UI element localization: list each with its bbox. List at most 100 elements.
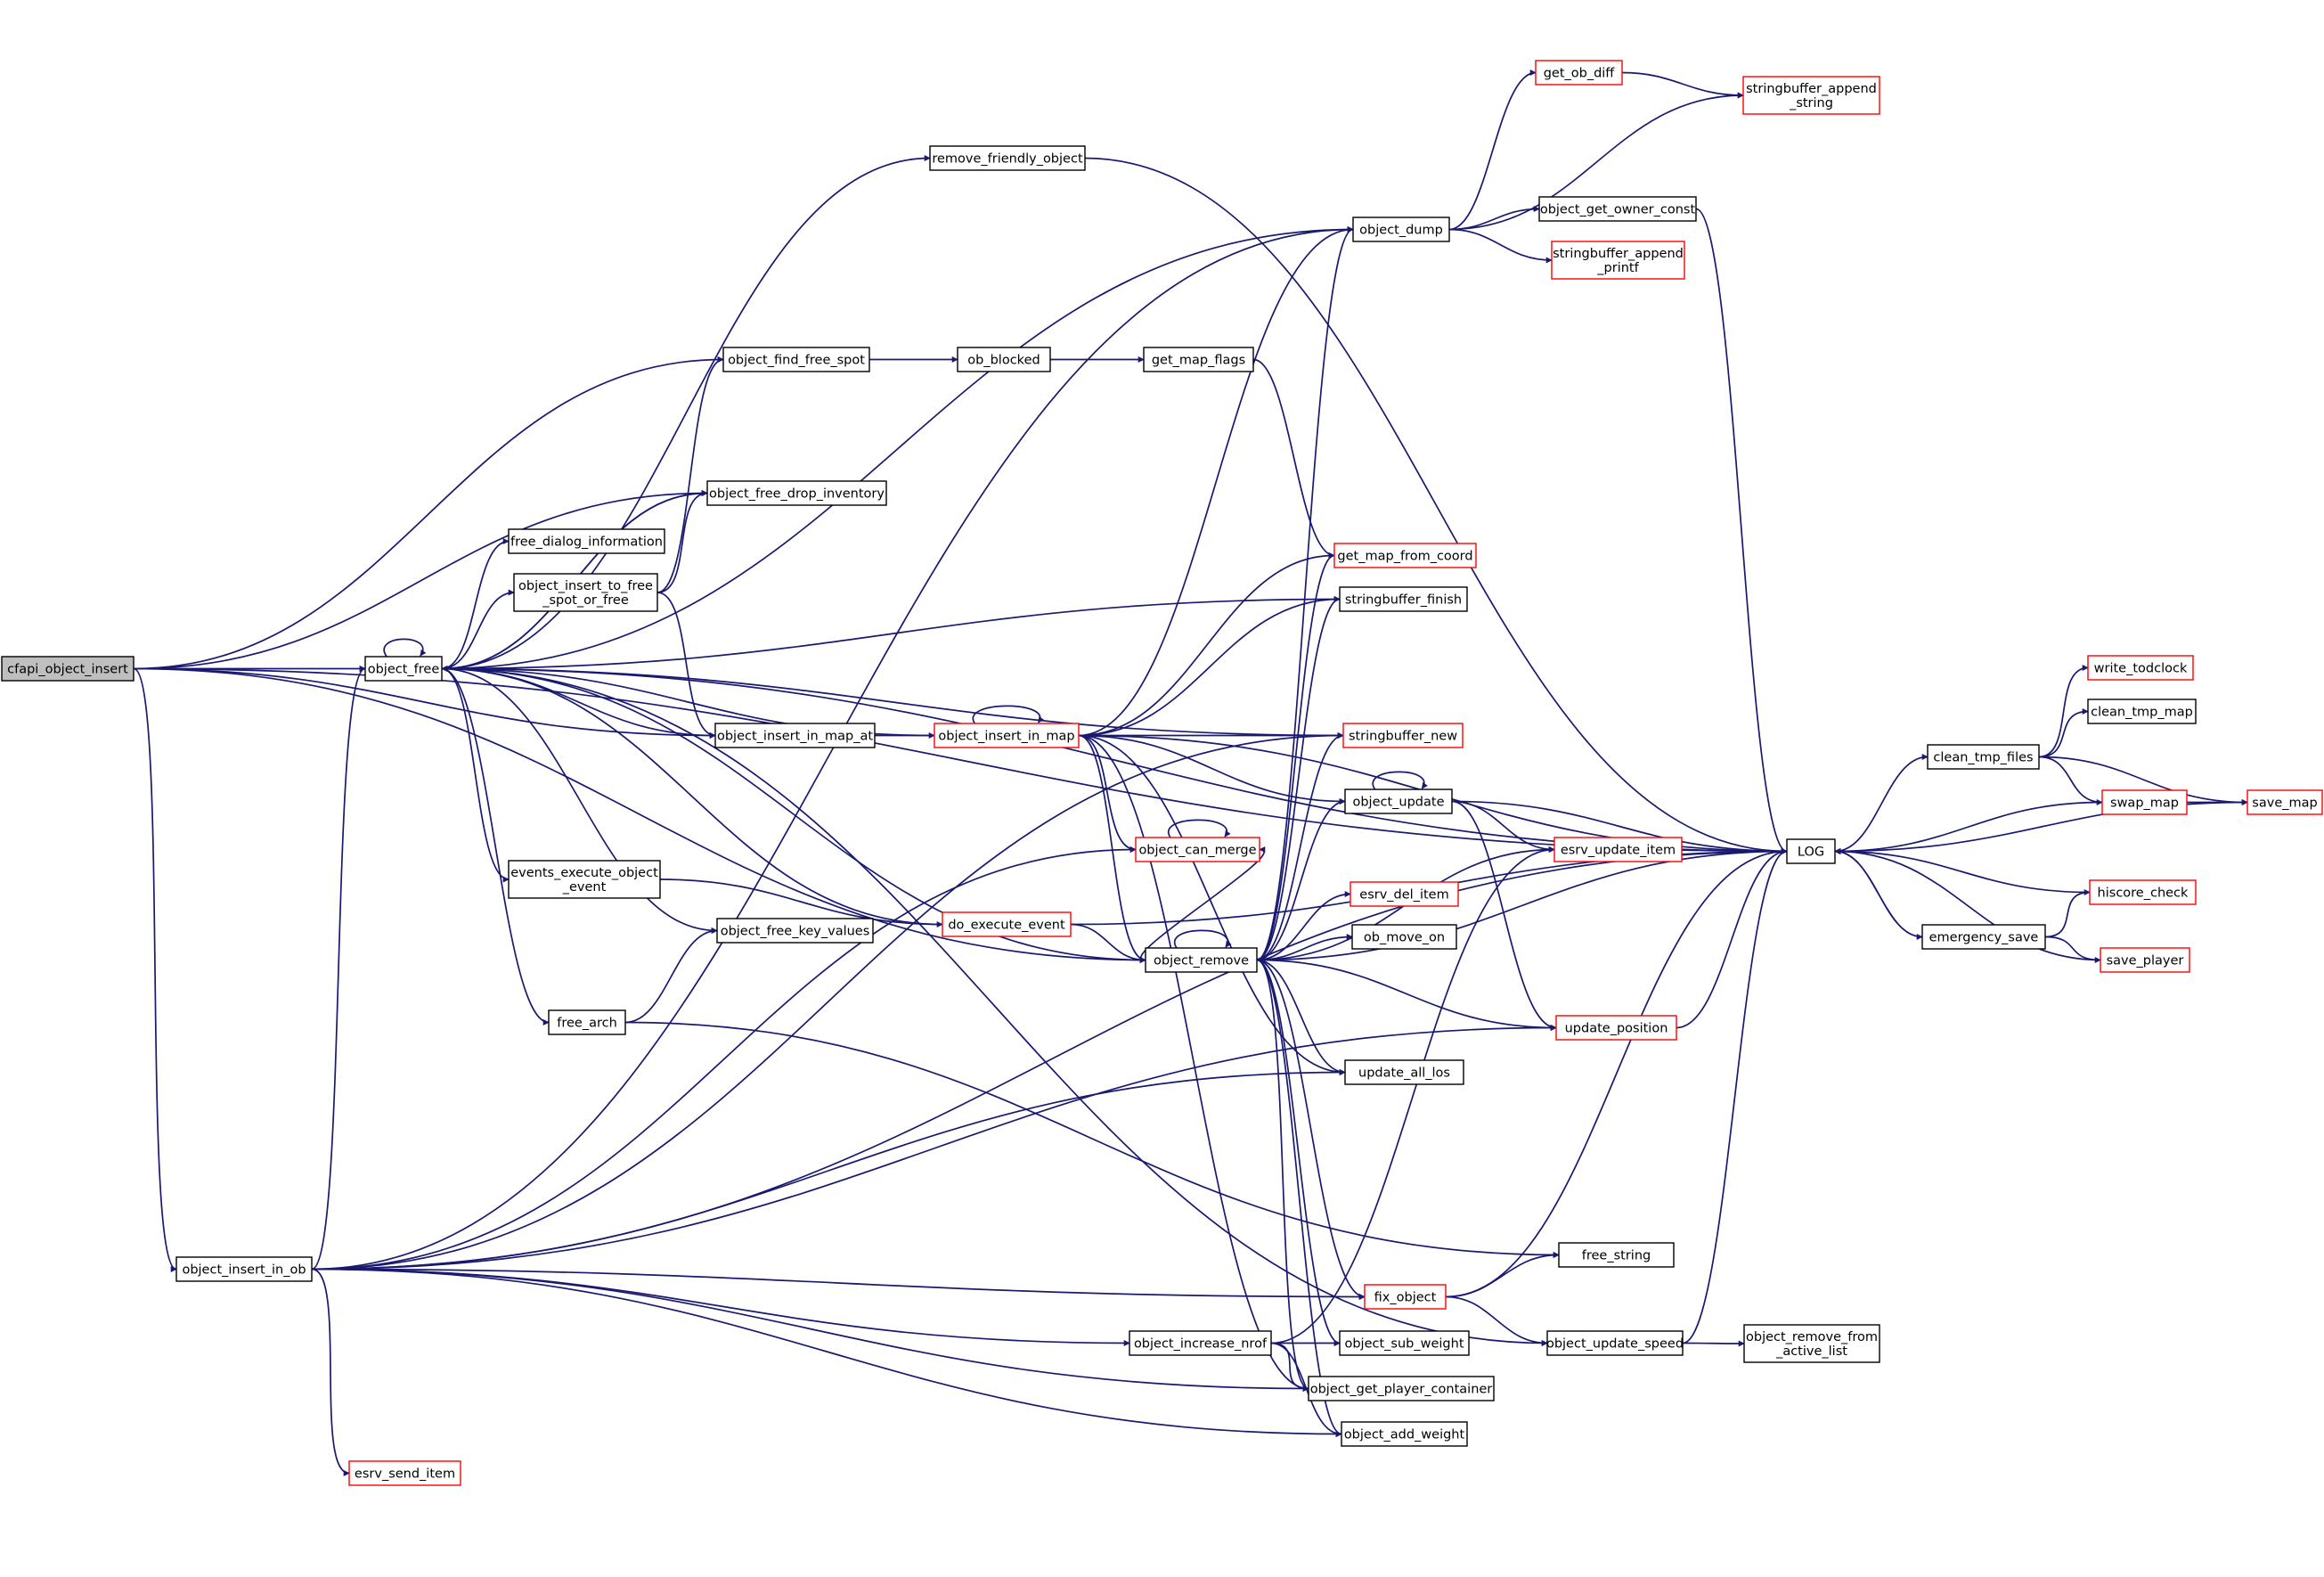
edge-object-increase-nrof-to-esrv-update-item [1270,846,1555,1344]
node-box [2087,655,2194,681]
node-object-insert-in-map-at[interactable]: object_insert_in_map_at [714,723,876,748]
node-box [508,860,661,899]
node-label: object_update [1352,796,1444,810]
node-swap-map[interactable]: swap_map [2101,789,2188,815]
node-esrv-del-item[interactable]: esrv_del_item [1350,881,1459,907]
node-update-position[interactable]: update_position [1555,1015,1677,1041]
node-esrv-send-item[interactable]: esrv_send_item [348,1460,461,1486]
edge-get-map-flags-to-get-map-from-coord [1252,358,1335,559]
node-object-update-speed[interactable]: object_update_speed [1546,1330,1684,1356]
edge-object-get-owner-const-to-LOG [1695,208,1788,854]
edge-clean-tmp-files-to-clean-tmp-map [2038,708,2089,758]
edge-object-insert-in-ob-to-fix-object [311,1268,1366,1300]
node-object-add-weight[interactable]: object_add_weight [1341,1421,1468,1447]
edge-object-insert-in-map-to-object-update [1078,734,1346,805]
node-update-all-los[interactable]: update_all_los [1344,1059,1464,1085]
node-label: _active_list [1775,1344,1847,1359]
node-get-map-from-coord[interactable]: get_map_from_coord [1333,543,1477,568]
node-object-insert-in-ob[interactable]: object_insert_in_ob [175,1256,313,1282]
edge-object-insert-in-map-to-stringbuffer-finish [1078,596,1341,737]
node-label: emergency_save [1929,931,2039,945]
node-label: object_add_weight [1344,1428,1465,1442]
edge-object-remove-to-fix-object [1256,959,1366,1300]
node-object-remove[interactable]: object_remove [1145,947,1258,973]
node-get-map-flags[interactable]: get_map_flags [1143,347,1254,372]
node-box [1129,1330,1272,1356]
node-label: hiscore_check [2098,887,2189,901]
edge-do-execute-event-to-object-remove [1070,923,1146,963]
node-clean-tmp-map[interactable]: clean_tmp_map [2087,699,2197,724]
node-object-insert-to-free-spot-or-free[interactable]: object_insert_to_free_spot_or_free [513,573,658,612]
edge-object-insert-in-ob-to-update-position [311,1025,1557,1271]
node-object-get-player-container[interactable]: object_get_player_container [1308,1376,1495,1401]
edge-object-insert-in-map-to-object-can-merge [1078,734,1137,853]
edge-object-insert-in-ob-to-update-all-los [311,1069,1346,1271]
node-object-update[interactable]: object_update [1344,788,1453,814]
node-do-execute-event[interactable]: do_execute_event [942,911,1072,937]
node-fix-object[interactable]: fix_object [1364,1284,1447,1310]
node-box [1,656,135,682]
edge-cfapi-object-insert-to-object-find-free-spot [133,356,724,670]
node-label: object_remove [1154,954,1249,968]
node-save-player[interactable]: save_player [2100,947,2190,973]
node-object-free[interactable]: object_free [364,656,443,682]
node-box [348,1460,461,1486]
node-label: write_todclock [2094,662,2188,676]
edge-object-free-to-stringbuffer-finish [441,596,1341,670]
edge-object-remove-to-update-position [1256,959,1557,1031]
node-stringbuffer-append-string[interactable]: stringbuffer_append_string [1742,76,1880,115]
node-free-dialog-information[interactable]: free_dialog_information [508,528,665,554]
node-object-dump[interactable]: object_dump [1352,217,1450,242]
node-events-execute-object-event[interactable]: events_execute_object_event [508,860,661,899]
node-object-get-owner-const[interactable]: object_get_owner_const [1538,196,1697,222]
edge-object-insert-in-ob-to-stringbuffer-new [311,732,1344,1271]
node-stringbuffer-new[interactable]: stringbuffer_new [1342,723,1464,748]
node-emergency-save[interactable]: emergency_save [1921,924,2046,950]
node-object-can-merge[interactable]: object_can_merge [1135,837,1260,862]
node-ob-move-on[interactable]: ob_move_on [1351,924,1457,950]
node-get-ob-diff[interactable]: get_ob_diff [1535,60,1623,86]
node-label: object_increase_nrof [1134,1337,1268,1352]
node-label: fix_object [1374,1291,1437,1305]
edge-object-free-to-remove-friendly-object [441,155,931,670]
node-hiscore-check[interactable]: hiscore_check [2089,879,2197,905]
node-ob-blocked[interactable]: ob_blocked [957,347,1051,372]
node-label: object_remove_from [1746,1330,1878,1344]
edge-free-arch-to-free-string [624,1021,1560,1258]
node-label: stringbuffer_append [1746,82,1877,96]
node-label: clean_tmp_files [1933,751,2033,765]
edge-object-remove-to-object-add-weight [1256,959,1342,1437]
node-free-arch[interactable]: free_arch [548,1009,626,1035]
edge-clean-tmp-files-to-save-map [2038,756,2248,805]
node-object-insert-in-map[interactable]: object_insert_in_map [934,723,1080,748]
node-cfapi-object-insert[interactable]: cfapi_object_insert [1,656,135,682]
edge-swap-map-to-LOG [1834,801,2103,854]
edge-object-insert-in-ob-to-LOG [311,848,1788,1271]
node-free-string[interactable]: free_string [1558,1242,1675,1268]
node-write-todclock[interactable]: write_todclock [2087,655,2194,681]
node-label: object_sub_weight [1344,1337,1464,1352]
node-remove-friendly-object[interactable]: remove_friendly_object [929,145,1086,171]
node-label: free_string [1582,1249,1651,1263]
node-clean-tmp-files[interactable]: clean_tmp_files [1927,744,2040,770]
node-box [1921,924,2046,950]
edge-object-increase-nrof-to-object-add-weight [1270,1342,1342,1437]
edge-object-free-to-object-remove [441,667,1146,963]
node-esrv-update-item[interactable]: esrv_update_item [1553,837,1683,862]
node-save-map[interactable]: save_map [2247,789,2323,815]
node-object-increase-nrof[interactable]: object_increase_nrof [1129,1330,1272,1356]
node-object-find-free-spot[interactable]: object_find_free_spot [722,347,870,372]
edge-object-insert-in-ob-to-object-dump [311,226,1354,1271]
edge-object-remove-to-object-sub-weight [1256,959,1341,1346]
node-object-sub-weight[interactable]: object_sub_weight [1339,1330,1470,1356]
node-box [513,573,658,612]
edge-fix-object-to-object-update-speed [1445,1295,1548,1346]
node-object-free-drop-inventory[interactable]: object_free_drop_inventory [706,480,887,506]
node-object-free-key-values[interactable]: object_free_key_values [716,918,874,944]
node-stringbuffer-finish[interactable]: stringbuffer_finish [1339,586,1468,612]
node-LOG[interactable]: LOG [1786,838,1836,864]
node-object-remove-from-active-list[interactable]: object_remove_from_active_list [1743,1324,1880,1363]
edge-object-insert-in-ob-to-object-free [311,666,366,1271]
node-stringbuffer-append-printf[interactable]: stringbuffer_append_printf [1551,241,1685,280]
node-label: update_all_los [1358,1066,1450,1081]
